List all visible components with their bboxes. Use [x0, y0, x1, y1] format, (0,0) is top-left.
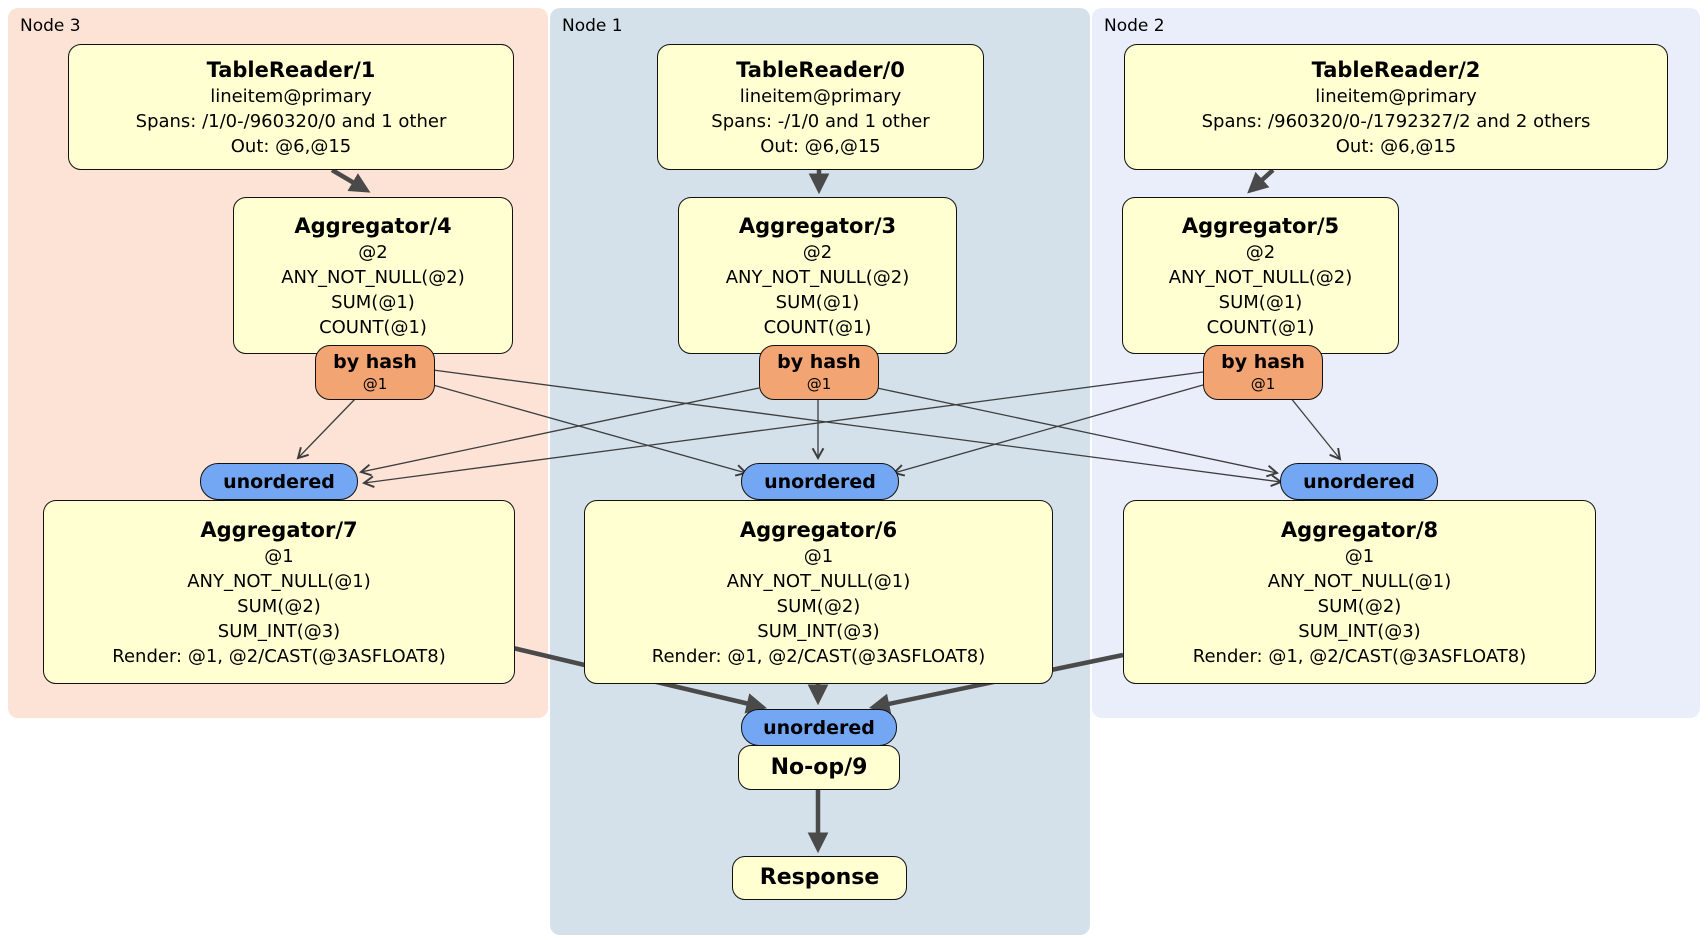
tablereader-0-spans: Spans: -/1/0 and 1 other	[711, 110, 930, 132]
tablereader-1-box: TableReader/1 lineitem@primary Spans: /1…	[68, 44, 514, 170]
aggregator-5-fn-3: COUNT(@1)	[1206, 316, 1315, 338]
tablereader-0-box: TableReader/0 lineitem@primary Spans: -/…	[657, 44, 984, 170]
aggregator-3-fn-2: SUM(@1)	[775, 291, 860, 313]
tablereader-0-title: TableReader/0	[736, 57, 905, 82]
hash-router-node3-detail: @1	[362, 374, 388, 393]
unordered-sync-node2-label: unordered	[1303, 470, 1415, 493]
aggregator-7-group-cols: @1	[264, 545, 294, 567]
aggregator-4-group-cols: @2	[358, 241, 388, 263]
edge-hash2-sync3	[362, 371, 1204, 488]
aggregator-5-group-cols: @2	[1245, 241, 1276, 263]
edge-hash1-sync3	[359, 387, 760, 477]
hash-router-node1-detail: @1	[806, 374, 832, 393]
edge-tr2-agg5	[1247, 168, 1275, 194]
aggregator-6-fn-1: ANY_NOT_NULL(@1)	[726, 570, 911, 592]
aggregator-3-fn-3: COUNT(@1)	[763, 316, 872, 338]
aggregator-3-group-cols: @2	[802, 241, 833, 263]
hash-router-node3-label: by hash	[333, 350, 417, 373]
unordered-sync-node3-label: unordered	[223, 470, 335, 493]
aggregator-8-fn-2: SUM(@2)	[1317, 595, 1402, 617]
edge-tr1-agg4	[330, 168, 371, 193]
aggregator-5-fn-2: SUM(@1)	[1218, 291, 1303, 313]
edge-hash3-sync1	[432, 384, 748, 477]
tablereader-0-index: lineitem@primary	[739, 85, 902, 107]
unordered-sync-output-pill: unordered	[741, 709, 897, 746]
aggregator-6-box: Aggregator/6 @1 ANY_NOT_NULL(@1) SUM(@2)…	[584, 500, 1053, 684]
tablereader-0-out: Out: @6,@15	[760, 135, 881, 157]
aggregator-8-box: Aggregator/8 @1 ANY_NOT_NULL(@1) SUM(@2)…	[1123, 500, 1596, 684]
aggregator-6-title: Aggregator/6	[739, 517, 898, 542]
aggregator-3-fn-1: ANY_NOT_NULL(@2)	[725, 266, 910, 288]
aggregator-5-title: Aggregator/5	[1181, 213, 1340, 238]
noop-9-title: No-op/9	[770, 754, 868, 780]
aggregator-4-fn-1: ANY_NOT_NULL(@2)	[281, 266, 465, 288]
edge-hash2-sync2	[1289, 396, 1342, 461]
aggregator-4-box: Aggregator/4 @2 ANY_NOT_NULL(@2) SUM(@1)…	[233, 197, 513, 354]
response-title: Response	[759, 865, 880, 890]
tablereader-1-title: TableReader/1	[206, 57, 376, 82]
edge-hash2-sync1	[892, 384, 1204, 477]
tablereader-1-spans: Spans: /1/0-/960320/0 and 1 other	[135, 110, 447, 132]
aggregator-8-group-cols: @1	[1344, 545, 1375, 567]
aggregator-6-group-cols: @1	[803, 545, 834, 567]
edge-hash3-sync2	[432, 369, 1283, 488]
hash-router-node2-pill: by hash @1	[1203, 345, 1323, 400]
aggregator-7-render: Render: @1, @2/CAST(@3ASFLOAT8)	[112, 645, 446, 667]
unordered-sync-node1-pill: unordered	[741, 463, 899, 500]
aggregator-7-fn-1: ANY_NOT_NULL(@1)	[187, 570, 371, 592]
aggregator-5-fn-1: ANY_NOT_NULL(@2)	[1168, 266, 1353, 288]
aggregator-7-title: Aggregator/7	[200, 517, 358, 542]
tablereader-1-index: lineitem@primary	[210, 85, 372, 107]
aggregator-6-fn-2: SUM(@2)	[776, 595, 861, 617]
aggregator-7-box: Aggregator/7 @1 ANY_NOT_NULL(@1) SUM(@2)…	[43, 500, 515, 684]
aggregator-8-fn-3: SUM_INT(@3)	[1298, 620, 1421, 642]
aggregator-8-fn-1: ANY_NOT_NULL(@1)	[1267, 570, 1452, 592]
aggregator-7-fn-2: SUM(@2)	[237, 595, 321, 617]
aggregator-6-fn-3: SUM_INT(@3)	[757, 620, 880, 642]
node-2-label: Node 2	[1104, 16, 1165, 36]
unordered-sync-node3-pill: unordered	[200, 463, 358, 500]
aggregator-6-render: Render: @1, @2/CAST(@3ASFLOAT8)	[651, 645, 986, 667]
aggregator-8-title: Aggregator/8	[1280, 517, 1439, 542]
aggregator-7-fn-3: SUM_INT(@3)	[217, 620, 341, 642]
hash-router-node3-pill: by hash @1	[315, 345, 435, 400]
aggregator-8-render: Render: @1, @2/CAST(@3ASFLOAT8)	[1192, 645, 1527, 667]
tablereader-2-spans: Spans: /960320/0-/1792327/2 and 2 others	[1201, 110, 1591, 132]
node-1-label: Node 1	[562, 16, 623, 36]
aggregator-3-box: Aggregator/3 @2 ANY_NOT_NULL(@2) SUM(@1)…	[678, 197, 957, 354]
unordered-sync-output-label: unordered	[763, 716, 875, 739]
hash-router-node2-label: by hash	[1221, 350, 1305, 373]
tablereader-2-out: Out: @6,@15	[1335, 135, 1457, 157]
hash-router-node1-pill: by hash @1	[759, 345, 879, 400]
response-box: Response	[732, 856, 907, 900]
tablereader-2-title: TableReader/2	[1311, 57, 1481, 82]
hash-router-node2-detail: @1	[1250, 374, 1276, 393]
aggregator-4-fn-2: SUM(@1)	[331, 291, 415, 313]
edge-hash3-sync3	[296, 396, 358, 460]
unordered-sync-node2-pill: unordered	[1280, 463, 1438, 500]
hash-router-node1-label: by hash	[777, 350, 861, 373]
tablereader-1-out: Out: @6,@15	[230, 135, 352, 157]
tablereader-2-box: TableReader/2 lineitem@primary Spans: /9…	[1124, 44, 1668, 170]
aggregator-4-fn-3: COUNT(@1)	[319, 316, 427, 338]
unordered-sync-node1-label: unordered	[764, 470, 876, 493]
noop-9-box: No-op/9	[738, 745, 900, 790]
aggregator-4-title: Aggregator/4	[294, 213, 452, 238]
edge-hash1-sync2	[876, 387, 1279, 478]
aggregator-5-box: Aggregator/5 @2 ANY_NOT_NULL(@2) SUM(@1)…	[1122, 197, 1399, 354]
node-3-label: Node 3	[20, 16, 81, 36]
tablereader-2-index: lineitem@primary	[1315, 85, 1477, 107]
aggregator-3-title: Aggregator/3	[738, 213, 897, 238]
